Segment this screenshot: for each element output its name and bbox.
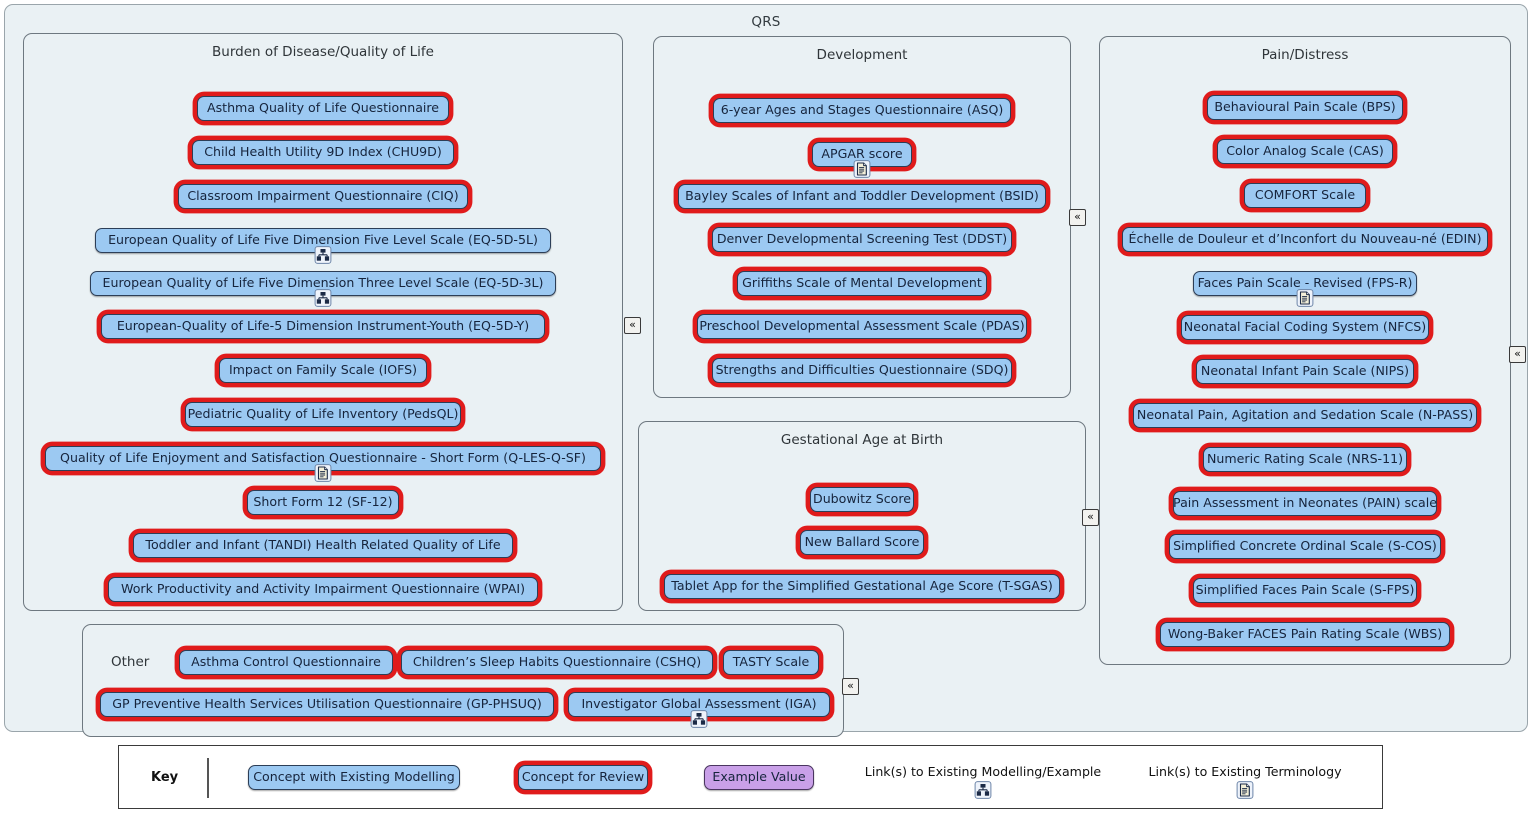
node-gp-phsuq[interactable]: GP Preventive Health Services Utilisatio…	[100, 692, 554, 717]
group-title-other: Other	[111, 654, 150, 670]
group-title-gestational: Gestational Age at Birth	[780, 432, 944, 448]
node-pedsql[interactable]: Pediatric Quality of Life Inventory (Ped…	[185, 402, 461, 427]
node-nips[interactable]: Neonatal Infant Pain Scale (NIPS)	[1196, 359, 1414, 384]
key-label-link-terminology: Link(s) to Existing Terminology	[1148, 764, 1342, 779]
key-legend: Key Concept with Existing Modelling Conc…	[118, 745, 1383, 809]
collapse-toggle-development[interactable]: «	[1069, 209, 1086, 226]
group-burden-of-disease: Burden of Disease/Quality of Life Asthma…	[23, 33, 623, 611]
collapse-toggle-other[interactable]: «	[842, 678, 859, 695]
modelling-link-icon[interactable]	[314, 246, 332, 264]
group-pain-distress: Pain/Distress Behavioural Pain Scale (BP…	[1099, 36, 1511, 665]
node-t-sgas[interactable]: Tablet App for the Simplified Gestationa…	[664, 574, 1060, 599]
node-griffiths[interactable]: Griffiths Scale of Mental Development	[737, 271, 987, 296]
collapse-toggle-gestational[interactable]: «	[1082, 509, 1099, 526]
node-nrs-11[interactable]: Numeric Rating Scale (NRS-11)	[1203, 447, 1407, 472]
terminology-link-icon[interactable]	[853, 160, 871, 178]
qrs-title: QRS	[751, 14, 781, 30]
key-swatch-example-value: Example Value	[704, 765, 814, 790]
collapse-toggle-pain[interactable]: «	[1509, 346, 1526, 363]
node-eq-5d-y[interactable]: European-Quality of Life-5 Dimension Ins…	[101, 314, 545, 339]
terminology-link-icon[interactable]	[314, 464, 332, 482]
group-development: Development 6-year Ages and Stages Quest…	[653, 36, 1071, 398]
modelling-link-icon[interactable]	[690, 710, 708, 728]
node-pain-scale[interactable]: Pain Assessment in Neonates (PAIN) scale	[1173, 491, 1437, 516]
group-title-burden: Burden of Disease/Quality of Life	[212, 44, 434, 60]
key-label-link-modelling: Link(s) to Existing Modelling/Example	[864, 764, 1102, 779]
node-pdas[interactable]: Preschool Developmental Assessment Scale…	[697, 314, 1027, 339]
node-s-fps[interactable]: Simplified Faces Pain Scale (S-FPS)	[1193, 578, 1417, 603]
node-s-cos[interactable]: Simplified Concrete Ordinal Scale (S-COS…	[1169, 534, 1441, 559]
node-asq[interactable]: 6-year Ages and Stages Questionnaire (AS…	[713, 98, 1011, 123]
group-gestational-age: Gestational Age at Birth Dubowitz Score …	[638, 421, 1086, 611]
terminology-link-icon	[1236, 781, 1254, 799]
node-wpai[interactable]: Work Productivity and Activity Impairmen…	[108, 577, 538, 602]
node-bsid[interactable]: Bayley Scales of Infant and Toddler Deve…	[678, 184, 1046, 209]
terminology-link-icon[interactable]	[1296, 289, 1314, 307]
collapse-toggle-burden[interactable]: «	[624, 317, 641, 334]
node-sf-12[interactable]: Short Form 12 (SF-12)	[247, 490, 399, 515]
node-edin[interactable]: Échelle de Douleur et d’Inconfort du Nou…	[1122, 227, 1488, 252]
node-n-pass[interactable]: Neonatal Pain, Agitation and Sedation Sc…	[1133, 403, 1477, 428]
node-iofs[interactable]: Impact on Family Scale (IOFS)	[219, 358, 427, 383]
node-sdq[interactable]: Strengths and Difficulties Questionnaire…	[712, 358, 1012, 383]
node-cas[interactable]: Color Analog Scale (CAS)	[1217, 139, 1393, 164]
node-asthma-qol-questionnaire[interactable]: Asthma Quality of Life Questionnaire	[197, 96, 449, 121]
node-asthma-control-questionnaire[interactable]: Asthma Control Questionnaire	[179, 650, 393, 675]
node-ciq[interactable]: Classroom Impairment Questionnaire (CIQ)	[178, 184, 468, 209]
node-dubowitz-score[interactable]: Dubowitz Score	[810, 487, 914, 512]
node-bps[interactable]: Behavioural Pain Scale (BPS)	[1207, 95, 1403, 120]
qrs-panel: QRS Burden of Disease/Quality of Life As…	[4, 4, 1528, 737]
group-title-development: Development	[816, 47, 908, 63]
modelling-link-icon[interactable]	[314, 289, 332, 307]
node-tandi[interactable]: Toddler and Infant (TANDI) Health Relate…	[133, 533, 513, 558]
node-chu9d[interactable]: Child Health Utility 9D Index (CHU9D)	[192, 140, 454, 165]
node-wbs[interactable]: Wong-Baker FACES Pain Rating Scale (WBS)	[1160, 622, 1450, 647]
node-cshq[interactable]: Children’s Sleep Habits Questionnaire (C…	[401, 650, 713, 675]
key-divider	[207, 758, 209, 798]
node-comfort[interactable]: COMFORT Scale	[1244, 183, 1366, 208]
node-nfcs[interactable]: Neonatal Facial Coding System (NFCS)	[1181, 315, 1429, 340]
node-new-ballard-score[interactable]: New Ballard Score	[800, 530, 924, 555]
group-title-pain: Pain/Distress	[1261, 47, 1349, 63]
modelling-link-icon	[974, 781, 992, 799]
group-other: Other Asthma Control Questionnaire Child…	[82, 624, 844, 737]
node-tasty-scale[interactable]: TASTY Scale	[723, 650, 819, 675]
key-swatch-concept-with-existing-modelling: Concept with Existing Modelling	[248, 765, 460, 790]
node-ddst[interactable]: Denver Developmental Screening Test (DDS…	[712, 227, 1012, 252]
key-swatch-concept-for-review: Concept for Review	[518, 765, 648, 790]
key-label: Key	[151, 770, 179, 785]
